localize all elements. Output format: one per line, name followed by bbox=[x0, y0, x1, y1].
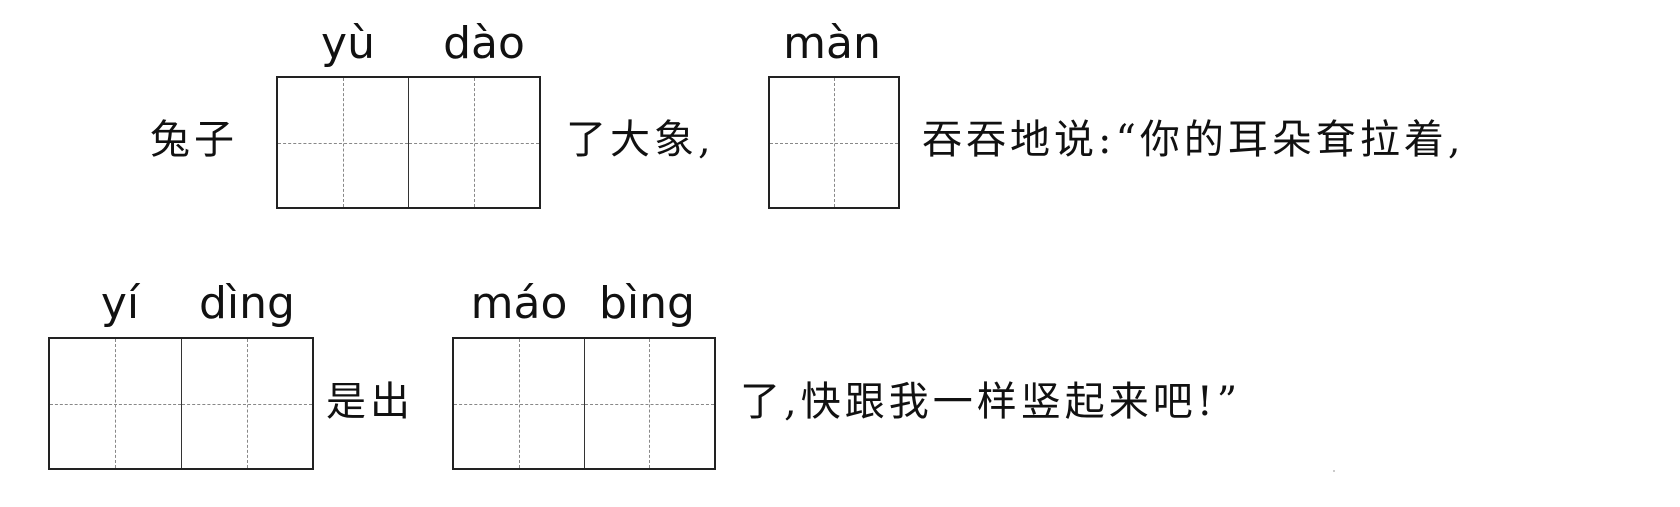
pinyin-man: màn bbox=[783, 18, 881, 69]
pinyin-bing: bìng bbox=[599, 278, 695, 329]
tian-zi-cell[interactable] bbox=[770, 78, 898, 207]
answer-box-maobing[interactable] bbox=[452, 337, 716, 470]
sentence-suffix: 吞吞地说:“你的耳朵耷拉着, bbox=[922, 117, 1465, 163]
answer-box-yiding[interactable] bbox=[48, 337, 314, 470]
tian-zi-cell[interactable] bbox=[408, 78, 539, 207]
answer-box-man[interactable] bbox=[768, 76, 900, 209]
sentence-middle-2: 是出 bbox=[326, 379, 414, 425]
answer-box-yudao[interactable] bbox=[276, 76, 541, 209]
sentence-middle: 了大象, bbox=[566, 117, 715, 163]
pinyin-yu: yù bbox=[321, 18, 375, 69]
scan-speck bbox=[1333, 470, 1335, 472]
tian-zi-cell[interactable] bbox=[278, 78, 408, 207]
sentence-prefix: 兔子 bbox=[150, 117, 238, 163]
sentence-suffix-2: 了,快跟我一样竖起来吧!” bbox=[740, 379, 1242, 425]
pinyin-mao: máo bbox=[470, 278, 568, 329]
tian-zi-cell[interactable] bbox=[454, 339, 584, 468]
pinyin-yi: yí bbox=[100, 278, 140, 329]
pinyin-ding: dìng bbox=[199, 278, 295, 329]
pinyin-dao: dào bbox=[443, 18, 525, 69]
tian-zi-cell[interactable] bbox=[583, 339, 715, 468]
tian-zi-cell[interactable] bbox=[180, 339, 313, 468]
tian-zi-cell[interactable] bbox=[50, 339, 181, 468]
